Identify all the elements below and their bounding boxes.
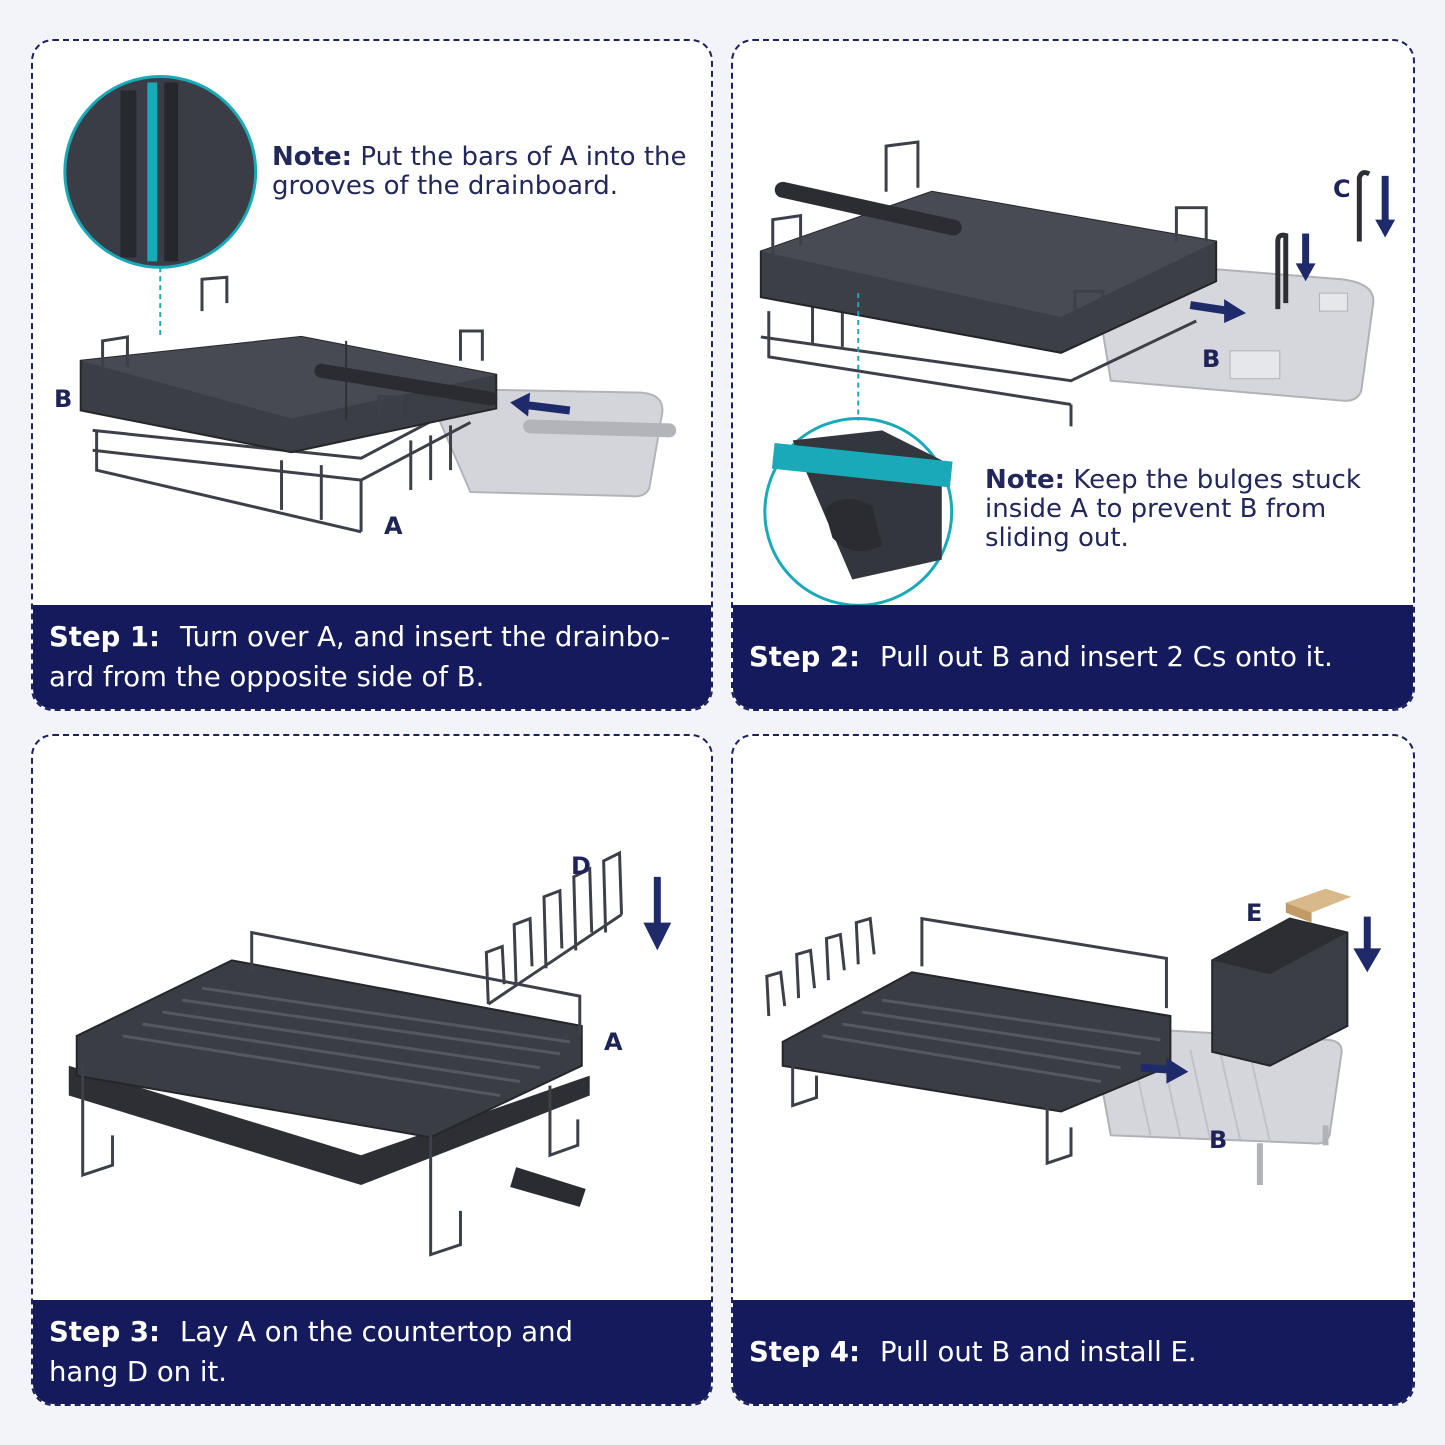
part-label-b: B: [54, 385, 73, 413]
step-1-label: Step 1:: [49, 621, 160, 653]
step-2-note: Note: Keep the bulges stuck inside A to …: [985, 466, 1385, 553]
part-label-a: A: [604, 1028, 623, 1056]
step-3-label: Step 3:: [49, 1316, 160, 1348]
part-label-d: D: [571, 852, 591, 880]
step-1-text-line1: Turn over A, and insert the drainbo-: [180, 621, 671, 653]
step-3-caption: Step 3: Lay A on the countertop and hang …: [33, 1300, 711, 1404]
step-3-text-line1: Lay A on the countertop and: [180, 1316, 573, 1348]
part-label-b: B: [1202, 345, 1221, 373]
step-1-panel: Note: Put the bars of A into the grooves…: [31, 39, 713, 711]
step-3-text-line2: hang D on it.: [49, 1356, 227, 1388]
step-3-panel: D A Step 3: Lay A on the countertop and h…: [31, 734, 713, 1406]
step-4-caption: Step 4: Pull out B and install E.: [733, 1300, 1413, 1404]
step-4-text: Pull out B and install E.: [880, 1336, 1197, 1368]
step-1-text-line2: ard from the opposite side of B.: [49, 661, 485, 693]
step-1-note-label: Note:: [272, 142, 353, 172]
part-label-a: A: [384, 512, 403, 540]
step-1-illustration: [63, 74, 677, 534]
step-2-label: Step 2:: [749, 641, 860, 673]
part-label-c: C: [1333, 175, 1351, 203]
part-label-b: B: [1209, 1126, 1228, 1154]
step-2-panel: Note: Keep the bulges stuck inside A to …: [731, 39, 1415, 711]
step-4-illustration: [765, 888, 1382, 1186]
step-4-panel: E B Step 4: Pull out B and install E.: [731, 734, 1415, 1406]
part-label-e: E: [1246, 899, 1263, 927]
step-2-caption: Step 2: Pull out B and insert 2 Cs onto i…: [733, 605, 1413, 709]
step-2-illustration: [759, 140, 1396, 607]
step-4-label: Step 4:: [749, 1336, 860, 1368]
step-1-note-text: Put the bars of A into the grooves of th…: [272, 142, 687, 201]
step-1-note: Note: Put the bars of A into the grooves…: [272, 143, 702, 201]
step-2-note-text: Keep the bulges stuck inside A to preven…: [985, 465, 1361, 553]
step-3-illustration: [68, 850, 672, 1257]
step-1-caption: Step 1: Turn over A, and insert the drain…: [33, 605, 711, 709]
step-2-note-label: Note:: [985, 465, 1066, 495]
step-2-text: Pull out B and insert 2 Cs onto it.: [880, 641, 1333, 673]
